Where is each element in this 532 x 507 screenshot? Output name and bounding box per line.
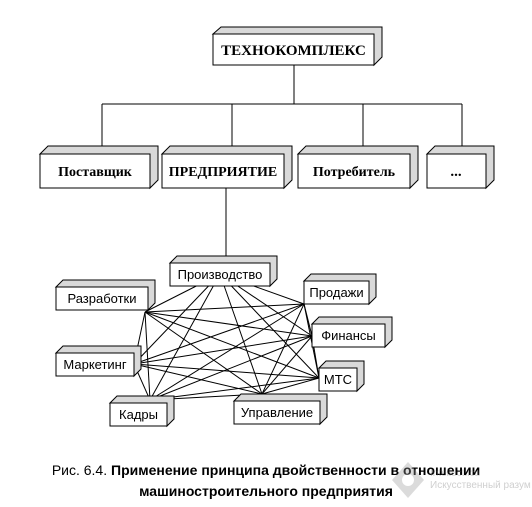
mesh-line (144, 311, 313, 337)
mesh-line (149, 303, 305, 401)
mesh-line (261, 377, 320, 395)
node-marketing: Маркетинг (54, 345, 142, 378)
box-supplier: Поставщик (38, 145, 159, 190)
mesh-line (133, 363, 320, 379)
watermark-logo-icon (392, 462, 424, 498)
node-sales: Продажи (302, 273, 377, 306)
mesh-line (133, 335, 313, 365)
node-finance: Финансы (310, 316, 393, 349)
watermark-line1: Intellect.icu (430, 468, 481, 479)
technocomplex-label: ТЕХНОКОМПЛЕКС (221, 43, 366, 59)
mesh-line (149, 335, 313, 401)
mesh-line (133, 363, 263, 395)
mts-label: МТС (324, 372, 352, 387)
watermark: Intellect.icu Искусственный разум (388, 460, 532, 505)
consumer-label: Потребитель (313, 165, 396, 180)
finance-label: Финансы (321, 328, 376, 343)
mesh-line (133, 273, 221, 365)
development-label: Разработки (67, 291, 136, 306)
diagram: ТЕХНОКОМПЛЕКС Поставщик ПРЕДПРИЯТИЕ Потр… (38, 26, 495, 428)
boxes: ТЕХНОКОМПЛЕКС Поставщик ПРЕДПРИЯТИЕ Потр… (38, 26, 495, 428)
node-personnel: Кадры (108, 395, 175, 428)
personnel-label: Кадры (119, 407, 158, 422)
mesh-line (149, 273, 221, 401)
mesh-line (149, 377, 320, 401)
node-management: Управление (232, 393, 328, 426)
node-mts: МТС (317, 360, 365, 393)
watermark-line2: Искусственный разум (430, 480, 531, 491)
caption-title: Применение принципа двойственности в отн… (111, 462, 481, 499)
supplier-label: Поставщик (58, 165, 133, 180)
box-consumer: Потребитель (296, 145, 419, 190)
node-production: Производство (168, 255, 278, 288)
production-label: Производство (178, 267, 263, 282)
mesh-line (219, 273, 263, 395)
node-development: Разработки (54, 279, 156, 312)
mesh-line (144, 303, 305, 313)
caption-prefix: Рис. 6.4. (51, 462, 111, 478)
hierarchy-connectors (101, 65, 463, 257)
mesh-line (144, 311, 320, 379)
mesh-line (144, 311, 151, 401)
management-label: Управление (241, 405, 313, 420)
figure-caption: Рис. 6.4. Применение принципа двойственн… (0, 460, 532, 502)
enterprise-label: ПРЕДПРИЯТИЕ (169, 165, 277, 180)
mesh-line (133, 303, 305, 365)
network-mesh (133, 273, 320, 401)
box-technocomplex: ТЕХНОКОМПЛЕКС (211, 26, 383, 67)
mesh-line (261, 303, 305, 395)
ellipsis-label: ... (450, 164, 462, 180)
box-enterprise: ПРЕДПРИЯТИЕ (160, 145, 293, 190)
sales-label: Продажи (309, 285, 363, 300)
box-ellipsis: ... (425, 145, 495, 190)
marketing-label: Маркетинг (63, 357, 126, 372)
